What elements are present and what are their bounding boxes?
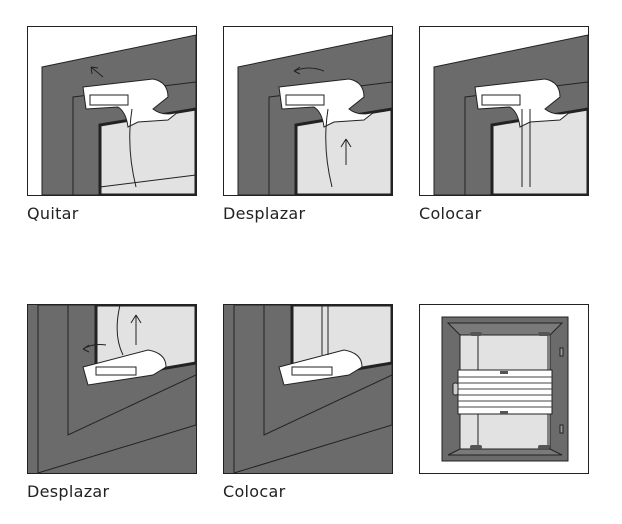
slide-illustration xyxy=(223,26,393,196)
step-slide-bottom: Desplazar xyxy=(27,304,197,501)
remove-illustration xyxy=(27,26,197,196)
step-label: Colocar xyxy=(223,482,286,501)
step-label: Colocar xyxy=(419,204,482,223)
step-label: Desplazar xyxy=(27,482,110,501)
step-result xyxy=(419,304,589,474)
step-place-bottom: Colocar xyxy=(223,304,393,501)
step-place: Colocar xyxy=(419,26,589,223)
place-bottom-illustration xyxy=(223,304,393,474)
step-slide: Desplazar xyxy=(223,26,393,223)
window-with-blind-illustration xyxy=(419,304,589,474)
step-remove: Quitar xyxy=(27,26,197,223)
place-illustration xyxy=(419,26,589,196)
slide-bottom-illustration xyxy=(27,304,197,474)
step-label: Quitar xyxy=(27,204,79,223)
step-label: Desplazar xyxy=(223,204,306,223)
